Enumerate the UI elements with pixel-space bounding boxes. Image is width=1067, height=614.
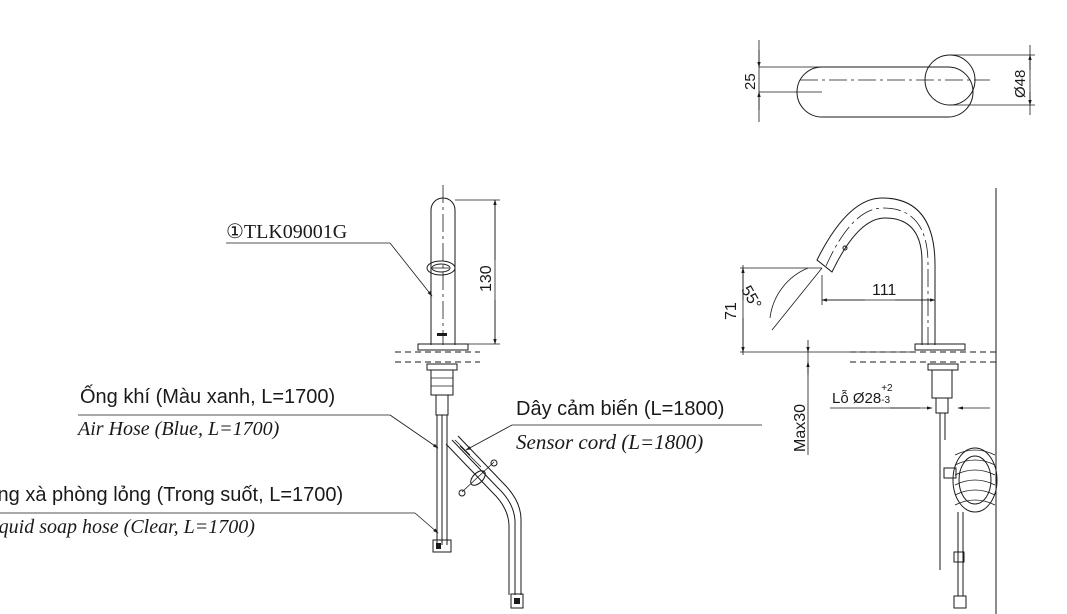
hole-size-label: Lỗ Ø28+2-3 xyxy=(832,383,895,407)
top-height-dimension: 25 xyxy=(742,73,759,90)
side-view xyxy=(740,188,1000,614)
sensor-cord-label-en: Sensor cord (L=1800) xyxy=(516,430,704,454)
soap-hose-label-en: Liquid soap hose (Clear, L=1700) xyxy=(0,516,255,538)
soap-hose-label-vi: Ống xà phòng lỏng (Trong suốt, L=1700) xyxy=(0,484,344,506)
top-view xyxy=(757,40,1035,122)
hole-tol-plus: +2 xyxy=(881,383,893,394)
side-reach-dimension: 111 xyxy=(872,282,897,299)
air-hose-label-vi: Ống khí (Màu xanh, L=1700) xyxy=(80,386,336,408)
front-height-dimension: 130 xyxy=(478,265,495,292)
air-hose-label-en: Air Hose (Blue, L=1700) xyxy=(78,418,280,440)
sensor-cord-label-vi: Dây cảm biến (L=1800) xyxy=(516,398,725,420)
hole-tol-minus: -3 xyxy=(881,395,891,406)
front-view xyxy=(0,185,762,609)
hole-size-prefix: Lỗ Ø28 xyxy=(832,390,882,407)
side-height-dimension: 71 xyxy=(723,302,740,320)
top-diameter-dimension: Ø48 xyxy=(1012,69,1029,98)
max-thickness-dimension: Max30 xyxy=(792,403,809,452)
model-label: ①TLK09001G xyxy=(226,221,348,243)
